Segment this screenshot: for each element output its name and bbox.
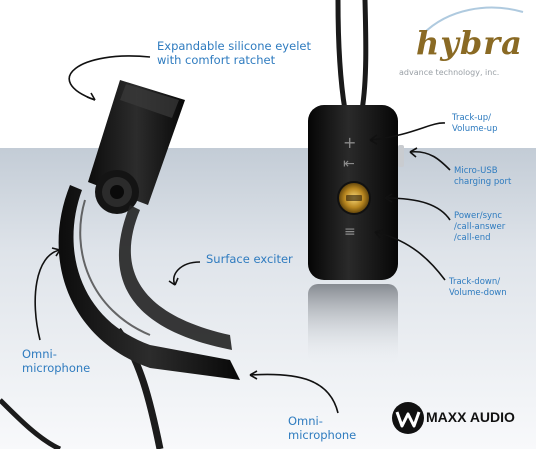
track-up-arrow	[369, 122, 446, 141]
omni-bottom-arrow	[249, 373, 339, 414]
eyelet-arrow	[68, 55, 151, 101]
hybra-swoosh	[422, 6, 524, 35]
callout-arrows	[34, 55, 451, 414]
track-up-glyph: ⇤	[343, 156, 355, 172]
usb-arrow	[409, 150, 451, 171]
power-arrow	[384, 197, 451, 221]
power-label: Power/sync /call-answer /call-end	[454, 211, 506, 243]
usb-label: Micro-USB charging port	[454, 166, 512, 187]
hybra-logo: hybra	[416, 24, 523, 62]
track-down-arrow	[374, 231, 446, 281]
inline-remote: + ⇤ ≡	[308, 105, 404, 280]
omni-bottom-label: Omni- microphone	[288, 414, 357, 442]
exciter-arrow	[173, 261, 201, 286]
bottom-cable	[0, 398, 62, 449]
maxx-audio-icon	[392, 402, 424, 434]
maxx-audio-text: MAXX AUDIO	[426, 409, 515, 425]
track-down-glyph: ≡	[344, 224, 356, 240]
track-up-label: Track-up/ Volume-up	[452, 113, 498, 134]
hybra-tagline: advance technology, inc.	[399, 68, 500, 77]
remote-reflection	[308, 284, 398, 364]
comfort-ratchet	[95, 170, 139, 214]
headset-arm	[58, 185, 240, 380]
track-down-label: Track-down/ Volume-down	[449, 277, 507, 298]
omni-left-label: Omni- microphone	[22, 347, 91, 375]
exciter-label: Surface exciter	[206, 252, 293, 266]
eyelet-label: Expandable silicone eyelet with comfort …	[157, 39, 311, 67]
remote-cables	[335, 0, 369, 111]
omni-left-arrow	[34, 249, 61, 341]
volume-up-glyph: +	[343, 133, 356, 152]
maxx-audio-logo	[392, 402, 424, 434]
